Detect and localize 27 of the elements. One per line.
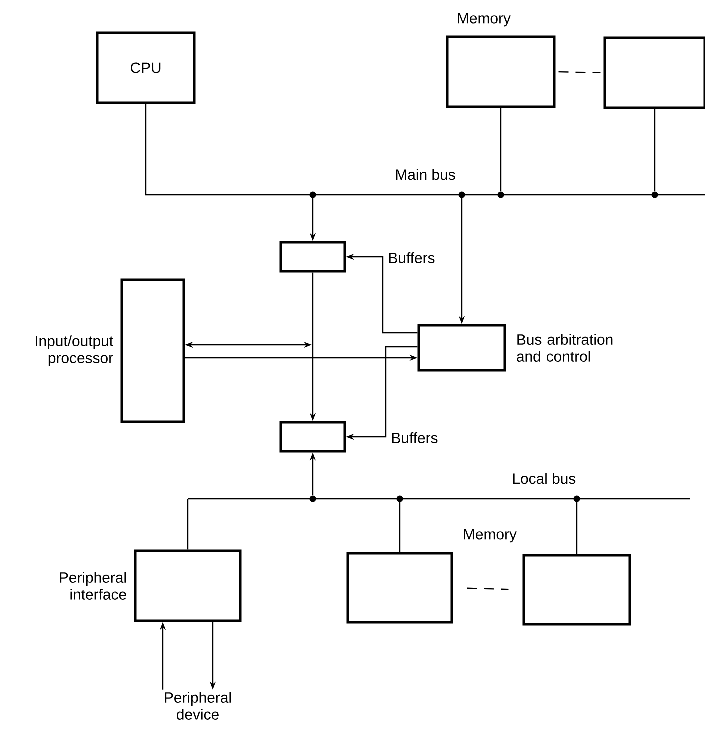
block-box bbox=[522, 554, 632, 626]
bus-line: Local bus bbox=[188, 473, 690, 500]
node-label: Bus arbitration and control bbox=[517, 334, 613, 362]
connector bbox=[558, 71, 601, 74]
connector bbox=[654, 109, 656, 192]
node-label: Buffers bbox=[392, 432, 438, 444]
block-box: Buffers bbox=[280, 241, 435, 273]
block-box bbox=[346, 552, 454, 624]
block-box: Input/output processor bbox=[36, 278, 186, 424]
connector bbox=[500, 108, 502, 192]
block-box: Bus arbitration and control bbox=[418, 324, 613, 372]
group-label: Memory bbox=[464, 529, 517, 543]
block-box: Buffers bbox=[280, 421, 438, 453]
block-box bbox=[604, 36, 705, 110]
connector bbox=[576, 502, 578, 554]
device-label: Peripheral device bbox=[165, 692, 232, 720]
connector bbox=[399, 502, 401, 552]
block-box bbox=[446, 36, 556, 108]
node-label: Buffers bbox=[389, 252, 435, 264]
block-box: CPU bbox=[96, 32, 196, 104]
block-box: Peripheral interface bbox=[60, 550, 242, 622]
bus-line: Main bus bbox=[155, 169, 705, 196]
connector bbox=[145, 104, 155, 196]
node-label: Peripheral interface bbox=[60, 572, 126, 600]
connector bbox=[187, 499, 189, 550]
node-label: Input/output processor bbox=[36, 336, 114, 366]
connector bbox=[467, 588, 509, 590]
